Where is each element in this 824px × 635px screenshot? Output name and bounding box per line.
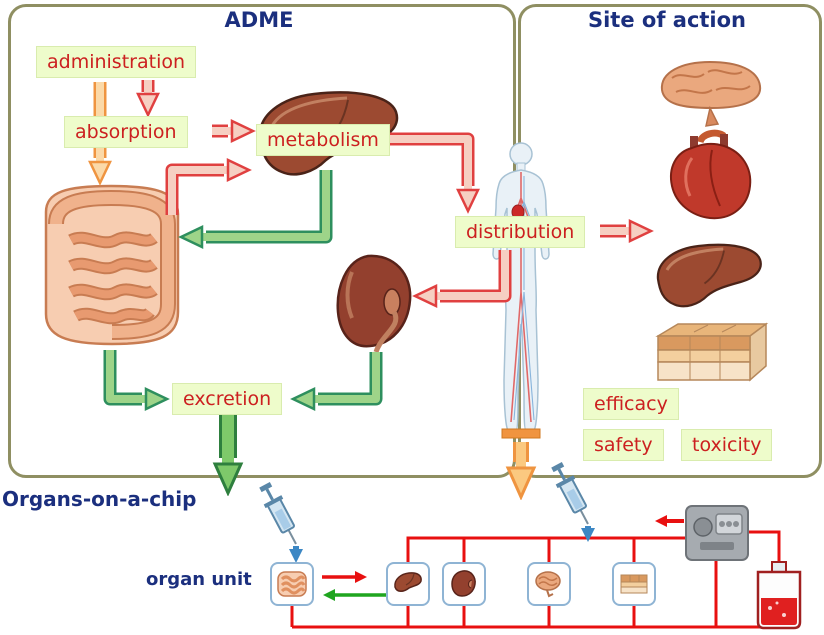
heart-icon (670, 129, 752, 220)
liver-small-icon (656, 243, 762, 308)
arrow-intestine-to-metabolism (165, 158, 252, 215)
arrow-kidney-to-excretion (290, 352, 383, 411)
arrow-body-to-chip (501, 428, 541, 470)
chip-brain-icon (535, 571, 561, 598)
absorption-label: absorption (64, 116, 188, 148)
reservoir-bottle-icon (756, 561, 802, 630)
toxicity-label: toxicity (681, 429, 773, 461)
arrow-intestine-to-excretion (103, 350, 170, 411)
excretion-label: excretion (172, 383, 283, 415)
kidney-icon (336, 254, 412, 353)
administration-label: administration (36, 46, 197, 78)
syringe-icon (551, 462, 595, 542)
skin-icon (655, 322, 769, 382)
chip-skin-icon (620, 574, 648, 594)
chip-kidney-icon (451, 570, 476, 597)
chip-unit-liver (386, 562, 430, 606)
safety-label: safety (583, 429, 664, 461)
chip-unit-intestine (270, 562, 314, 606)
organs-on-a-chip-title: Organs-on-a-chip (2, 487, 197, 511)
chip-intestine-icon (277, 571, 307, 597)
site-of-action-title: Site of action (587, 8, 747, 32)
metabolism-label: metabolism (256, 124, 390, 156)
efficacy-label: efficacy (583, 388, 679, 420)
chip-unit-skin (612, 562, 656, 606)
chip-unit-brain (527, 562, 571, 606)
syringe-icon (259, 482, 303, 563)
pump-icon (685, 505, 749, 561)
chip-liver-icon (394, 572, 422, 592)
arrow-metabolism-to-distribution (385, 132, 480, 214)
arrow-liver-to-intestine (178, 170, 333, 249)
chip-unit-kidney (442, 562, 486, 606)
distribution-label: distribution (455, 216, 586, 248)
adme-title: ADME (224, 8, 294, 32)
organ-unit-label: organ unit (146, 569, 252, 590)
brain-icon (660, 60, 762, 127)
arrow-distribution-to-kidney (412, 250, 512, 308)
intestine-icon (44, 184, 180, 346)
